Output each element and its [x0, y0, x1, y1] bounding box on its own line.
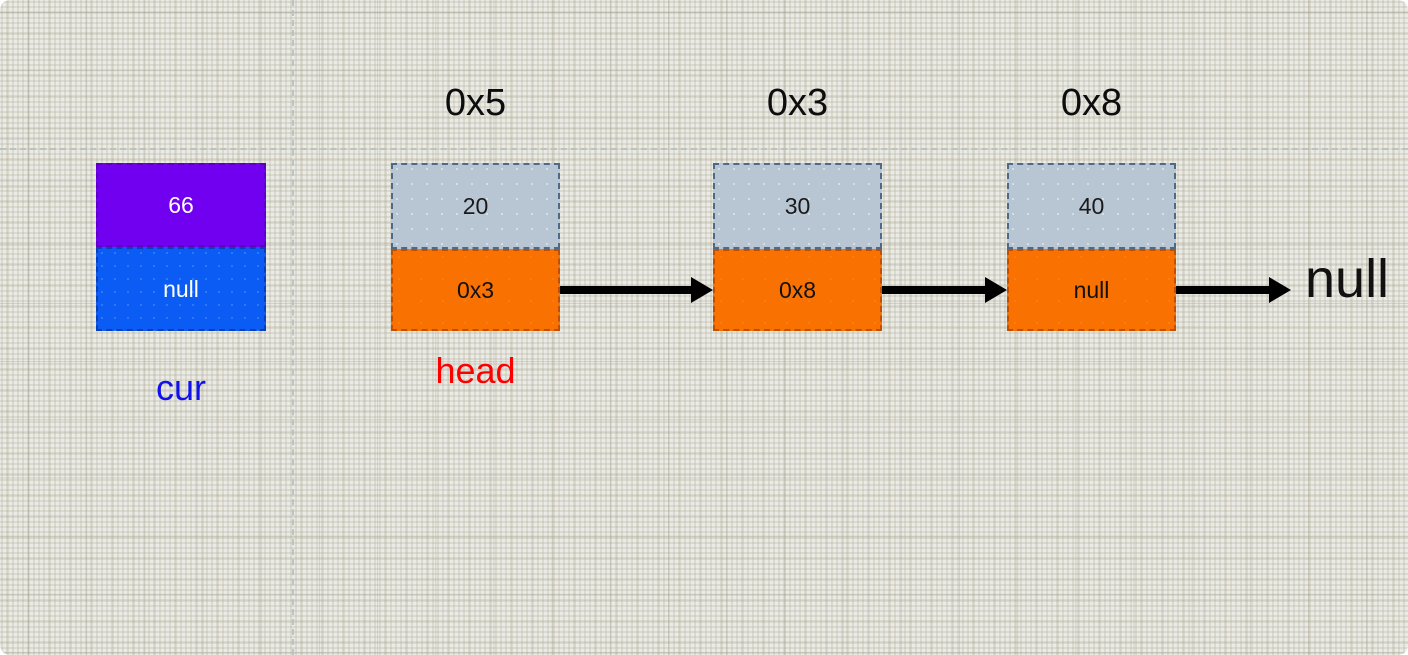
cur-node-data-cell: 66 [96, 163, 266, 247]
cur-node-next-cell: null [96, 247, 266, 331]
list-node-2-next-cell: null [1007, 249, 1176, 331]
list-node-2[interactable]: 40 null [1007, 163, 1176, 331]
head-pointer-label: head [435, 350, 516, 391]
list-node-1[interactable]: 30 0x8 [713, 163, 882, 331]
arrow-shaft [1176, 286, 1271, 294]
arrow-head-icon [691, 277, 713, 303]
arrow-head-icon [985, 277, 1007, 303]
node-address-label-0: 0x5 [444, 82, 507, 124]
arrow-shaft [560, 286, 693, 294]
list-node-2-data-cell: 40 [1007, 163, 1176, 249]
list-node-1-next-cell: 0x8 [713, 249, 882, 331]
list-node-0-data-cell: 20 [391, 163, 560, 249]
vertical-guide-line [292, 0, 294, 655]
list-node-0-next-cell: 0x3 [391, 249, 560, 331]
list-node-1-data-cell: 30 [713, 163, 882, 249]
cur-node[interactable]: 66 null [96, 163, 266, 331]
node-address-label-1: 0x3 [766, 82, 829, 124]
horizontal-guide-line [0, 148, 1408, 150]
node-address-label-2: 0x8 [1060, 82, 1123, 124]
list-node-0[interactable]: 20 0x3 [391, 163, 560, 331]
arrow-shaft [882, 286, 987, 294]
terminal-null-label: null [1305, 249, 1390, 309]
cur-pointer-label: cur [155, 367, 206, 408]
arrow-head-icon [1269, 277, 1291, 303]
